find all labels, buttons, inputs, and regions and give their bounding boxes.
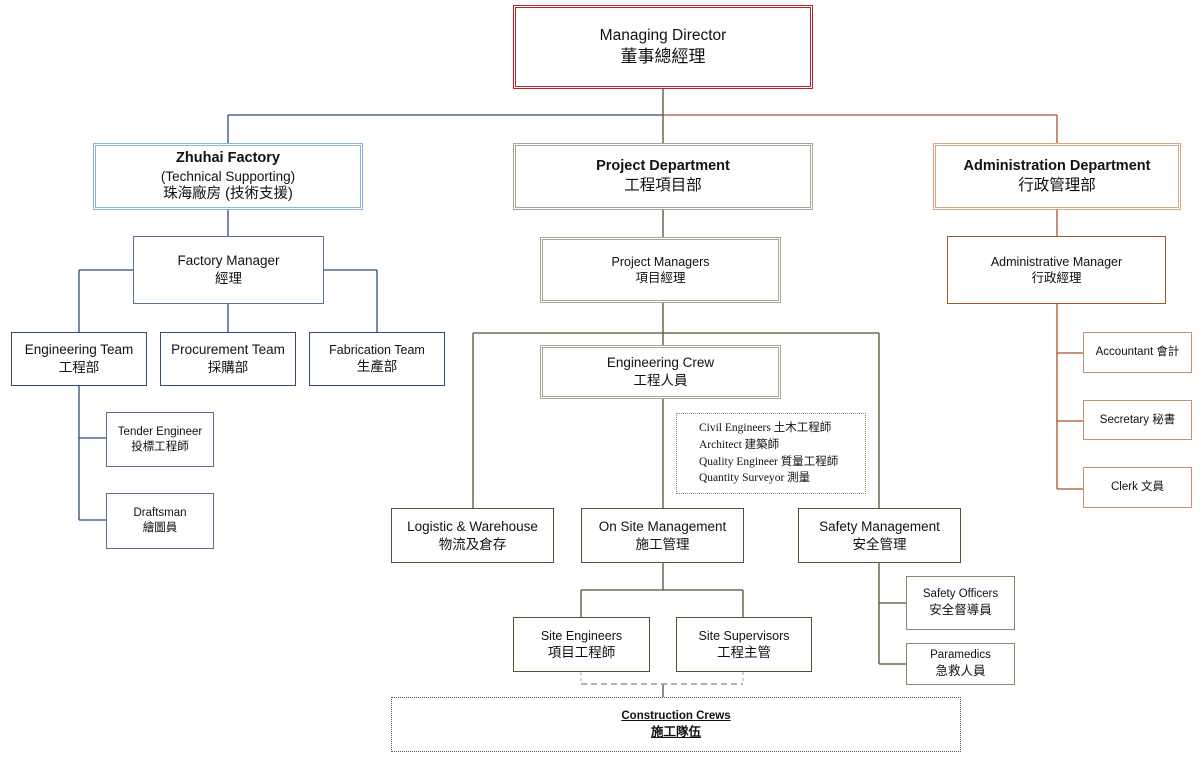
logistic-warehouse-box: Logistic & Warehouse 物流及倉存 (391, 508, 554, 563)
factory-manager-box: Factory Manager 經理 (133, 236, 324, 304)
project-department-zh: 工程項目部 (624, 176, 702, 194)
managing-director-box: Managing Director 董事總經理 (513, 5, 813, 89)
logistic-warehouse-zh: 物流及倉存 (438, 536, 507, 552)
safety-officers-zh: 安全督導員 (929, 603, 992, 618)
logistic-warehouse-en: Logistic & Warehouse (407, 518, 538, 534)
tender-engineer-zh: 投標工程師 (131, 440, 189, 453)
zhuhai-factory-zh: 珠海廠房 (技術支援) (163, 186, 293, 203)
administrative-manager-zh: 行政經理 (1031, 271, 1082, 285)
construction-crews-zh: 施工隊伍 (650, 724, 701, 739)
administration-department-zh: 行政管理部 (1018, 176, 1096, 194)
engineering-team-en: Engineering Team (24, 342, 134, 358)
paramedics-en: Paramedics (930, 649, 991, 662)
draftsman-box: Draftsman 繪圖員 (106, 493, 214, 549)
procurement-team-box: Procurement Team 採購部 (160, 332, 296, 386)
procurement-team-zh: 採購部 (207, 360, 249, 375)
engineering-team-box: Engineering Team 工程部 (11, 332, 147, 386)
site-supervisors-en: Site Supervisors (698, 628, 790, 643)
tender-engineer-box: Tender Engineer 投標工程師 (106, 412, 214, 467)
safety-management-box: Safety Management 安全管理 (798, 508, 961, 563)
site-supervisors-box: Site Supervisors 工程主管 (676, 617, 812, 672)
managing-director-en: Managing Director (599, 26, 727, 44)
fabrication-team-zh: 生產部 (356, 359, 398, 375)
safety-officers-en: Safety Officers (922, 588, 999, 601)
crew-item-quality-engineer: Quality Engineer 質量工程師 (699, 455, 839, 468)
zhuhai-factory-title: Zhuhai Factory (176, 149, 280, 166)
accountant-label: Accountant 會計 (1095, 346, 1180, 359)
project-department-en: Project Department (596, 158, 730, 174)
administration-department-en: Administration Department (963, 158, 1151, 174)
safety-management-en: Safety Management (819, 518, 940, 534)
fabrication-team-box: Fabrication Team 生產部 (309, 332, 445, 386)
administrative-manager-en: Administrative Manager (990, 254, 1123, 269)
construction-crews-en: Construction Crews (621, 709, 731, 722)
engineering-crew-zh: 工程人員 (633, 373, 688, 388)
engineering-crew-box: Engineering Crew 工程人員 (540, 345, 781, 399)
on-site-management-zh: 施工管理 (635, 536, 690, 552)
engineering-team-zh: 工程部 (58, 360, 100, 375)
project-managers-zh: 項目經理 (635, 271, 686, 285)
secretary-box: Secretary 秘書 (1083, 400, 1192, 440)
factory-manager-zh: 經理 (215, 271, 242, 286)
crew-list-box: Civil Engineers 土木工程師 Architect 建築師 Qual… (676, 413, 866, 494)
project-managers-en: Project Managers (611, 254, 710, 269)
project-managers-box: Project Managers 項目經理 (540, 237, 781, 303)
draftsman-zh: 繪圖員 (142, 522, 178, 534)
construction-crews-box: Construction Crews 施工隊伍 (391, 697, 961, 752)
zhuhai-factory-subtitle: (Technical Supporting) (160, 168, 296, 184)
draftsman-en: Draftsman (133, 507, 187, 520)
crew-item-quantity-surveyor: Quantity Surveyor 測量 (699, 472, 811, 485)
safety-officers-box: Safety Officers 安全督導員 (906, 576, 1015, 630)
administrative-manager-box: Administrative Manager 行政經理 (947, 236, 1166, 304)
on-site-management-en: On Site Management (598, 518, 727, 534)
crew-item-architect: Architect 建築師 (699, 438, 780, 451)
paramedics-zh: 急救人員 (935, 664, 986, 679)
site-engineers-zh: 項目工程師 (547, 644, 616, 660)
safety-management-zh: 安全管理 (852, 536, 907, 552)
procurement-team-en: Procurement Team (171, 342, 285, 358)
site-engineers-box: Site Engineers 項目工程師 (513, 617, 650, 672)
project-department-box: Project Department 工程項目部 (513, 143, 813, 210)
site-supervisors-zh: 工程主管 (717, 644, 771, 660)
secretary-label: Secretary 秘書 (1099, 413, 1176, 426)
crew-item-civil-engineers: Civil Engineers 土木工程師 (699, 422, 832, 435)
engineering-crew-en: Engineering Crew (606, 355, 715, 371)
clerk-label: Clerk 文員 (1110, 481, 1165, 494)
zhuhai-factory-box: Zhuhai Factory (Technical Supporting) 珠海… (93, 143, 363, 210)
administration-department-box: Administration Department 行政管理部 (933, 143, 1181, 210)
factory-manager-en: Factory Manager (177, 253, 280, 269)
fabrication-team-en: Fabrication Team (329, 343, 425, 358)
managing-director-zh: 董事總經理 (620, 47, 706, 67)
clerk-box: Clerk 文員 (1083, 467, 1192, 508)
accountant-box: Accountant 會計 (1083, 332, 1192, 373)
paramedics-box: Paramedics 急救人員 (906, 643, 1015, 685)
site-engineers-en: Site Engineers (540, 628, 623, 643)
tender-engineer-en: Tender Engineer (117, 425, 203, 438)
on-site-management-box: On Site Management 施工管理 (581, 508, 744, 563)
